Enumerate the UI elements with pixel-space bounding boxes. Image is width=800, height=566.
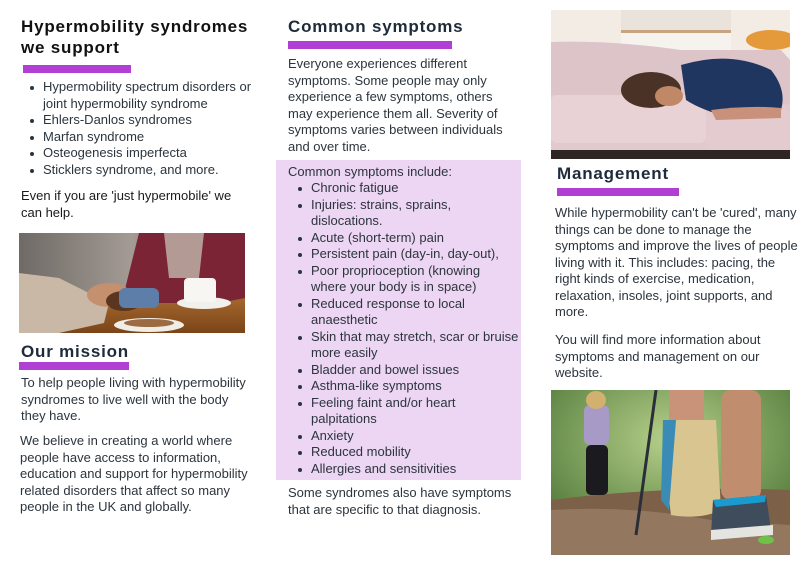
accent-bar (19, 362, 129, 370)
resting-sofa-image-icon (551, 10, 790, 159)
symptoms-list: Chronic fatigue Injuries: strains, sprai… (298, 180, 519, 478)
holding-hands-photo (19, 233, 245, 333)
supported-list: Hypermobility spectrum disorders or join… (30, 79, 258, 179)
list-item: Feeling faint and/or heart palpitations (298, 395, 519, 428)
symptoms-list-label: Common symptoms include: (288, 164, 452, 179)
list-item: Chronic fatigue (298, 180, 519, 197)
list-item: Osteogenesis imperfecta (30, 145, 258, 162)
supported-column: Hypermobility syndromes we support Hyper… (0, 0, 262, 566)
list-item: Reduced mobility (298, 444, 519, 461)
list-item: Allergies and sensitivities (298, 461, 519, 478)
list-item: Bladder and bowel issues (298, 362, 519, 379)
list-item: Poor proprioception (knowing where your … (298, 263, 519, 296)
accent-bar (557, 188, 679, 196)
mission-heading: Our mission (21, 342, 129, 361)
list-item: Persistent pain (day-in, day-out), (298, 246, 519, 263)
symptoms-box (276, 160, 521, 480)
list-item: Skin that may stretch, scar or bruise mo… (298, 328, 519, 360)
list-item: Ehlers-Danlos syndromes (30, 112, 258, 129)
hiking-photo (551, 390, 790, 555)
management-description: While hypermobility can't be 'cured', ma… (555, 205, 798, 319)
management-website-note: You will find more information about sym… (555, 332, 761, 380)
list-item: Marfan syndrome (30, 129, 258, 146)
list-item: Hypermobility spectrum disorders or join… (30, 79, 258, 112)
mission-statement: To help people living with hypermobility… (21, 375, 246, 423)
list-item: Asthma-like symptoms (298, 378, 519, 395)
symptoms-column: Common symptoms Everyone experiences dif… (276, 0, 524, 566)
accent-bar (23, 65, 131, 73)
hiking-image-icon (551, 390, 790, 555)
mission-belief: We believe in creating a world where peo… (20, 433, 248, 514)
accent-bar (288, 41, 452, 49)
resting-on-sofa-photo (551, 10, 790, 159)
symptoms-heading: Common symptoms (288, 17, 464, 36)
management-column: Management While hypermobility can't be … (548, 0, 800, 566)
list-item: Reduced response to local anaesthetic (298, 296, 519, 329)
supported-heading: Hypermobility syndromes we support (21, 17, 249, 57)
list-item: Acute (short-term) pain (298, 230, 519, 247)
management-heading: Management (557, 164, 669, 183)
supported-note: Even if you are 'just hypermobile' we ca… (21, 188, 232, 220)
list-item: Injuries: strains, sprains, dislocations… (298, 197, 519, 230)
symptoms-outro: Some syndromes also have symptoms that a… (288, 485, 512, 517)
symptoms-intro: Everyone experiences different symptoms.… (288, 56, 503, 154)
list-item: Anxiety (298, 428, 519, 445)
list-item: Sticklers syndrome, and more. (30, 162, 258, 179)
holding-hands-image-icon (19, 233, 245, 333)
